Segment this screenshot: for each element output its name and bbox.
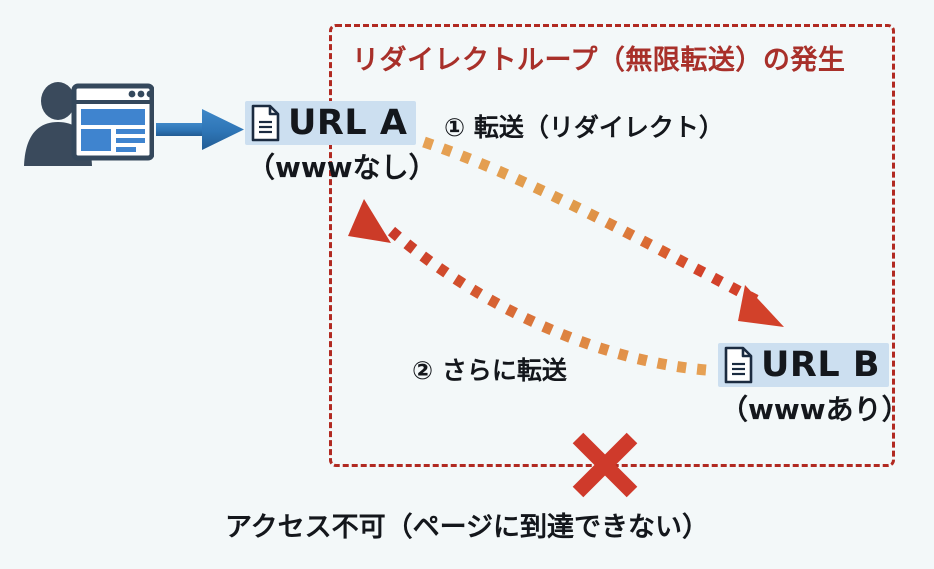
step-2-label: ② さらに転送	[412, 356, 567, 385]
document-icon	[724, 346, 753, 384]
url-b-chip: URL B	[718, 343, 890, 387]
url-b-label: URL B	[761, 344, 881, 385]
user-browser-icon	[14, 78, 155, 174]
url-a-chip: URL A	[245, 101, 417, 145]
url-b-sublabel: （wwwあり）	[720, 393, 910, 426]
x-mark-icon	[569, 431, 641, 499]
node-url-b: URL B （wwwあり）	[718, 343, 910, 426]
diagram-title: リダイレクトループ（無限転送）の発生	[352, 45, 846, 76]
url-a-sublabel: （wwwなし）	[247, 151, 437, 184]
node-url-a: URL A （wwwなし）	[245, 101, 437, 184]
failure-caption: アクセス不可（ページに到達できない）	[224, 512, 710, 543]
step-1-label: ① 転送（リダイレクト）	[444, 113, 724, 142]
document-icon	[251, 104, 280, 142]
blue-right-arrow-icon	[156, 106, 246, 154]
url-a-label: URL A	[288, 102, 408, 143]
